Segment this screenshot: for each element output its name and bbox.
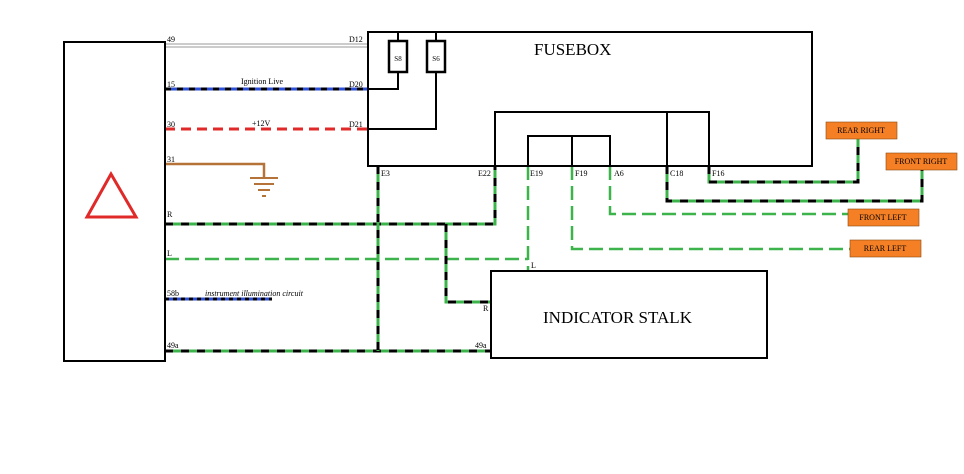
wire-c18-front-right (665, 166, 924, 203)
switch-pin-49a: 49a (167, 341, 179, 350)
switch-pin-30: 30 (167, 120, 175, 129)
hazard-switch (63, 41, 166, 362)
wire-a6-front-left (608, 166, 848, 216)
switch-pin-l: L (167, 249, 172, 258)
fusebox-pin-d21: D21 (349, 120, 363, 129)
switch-pin-49: 49 (167, 35, 175, 44)
svg-text:S8: S8 (394, 55, 402, 63)
fusebox-pin-c18: C18 (670, 169, 683, 178)
plus12v-label: +12V (252, 119, 271, 128)
lamp-rear-left: REAR LEFT (849, 239, 922, 258)
fuse-s8: S8 (387, 39, 409, 74)
switch-pin-58b: 58b (167, 289, 179, 298)
svg-text:FRONT LEFT: FRONT LEFT (859, 213, 906, 222)
wire-f16-rear-right (707, 139, 860, 184)
switch-pin-r: R (167, 210, 173, 219)
illumination-label: instrument illumination circuit (205, 289, 304, 298)
fusebox-pin-e19: E19 (530, 169, 543, 178)
wire-r-stalk (444, 224, 491, 304)
svg-text:REAR LEFT: REAR LEFT (864, 244, 907, 253)
lamp-rear-right: REAR RIGHT (825, 121, 898, 140)
wires (165, 43, 924, 353)
fuse-s6: S6 (425, 39, 447, 74)
svg-text:S6: S6 (432, 55, 440, 63)
stalk-pin-49a: 49a (475, 341, 487, 350)
fusebox-pin-d12: D12 (349, 35, 363, 44)
wire-31-earth (165, 162, 266, 177)
fusebox-title: FUSEBOX (534, 40, 611, 59)
svg-text:FRONT RIGHT: FRONT RIGHT (895, 157, 948, 166)
fusebox-pin-e22: E22 (478, 169, 491, 178)
lamp-front-right: FRONT RIGHT (885, 152, 958, 171)
indicator-stalk-title: INDICATOR STALK (543, 308, 693, 327)
stalk-pin-l: L (531, 261, 536, 270)
fusebox-pin-f19: F19 (575, 169, 587, 178)
hazard-triangle-icon (84, 170, 139, 219)
ignition-live-label: Ignition Live (241, 77, 283, 86)
stalk-pin-r: R (483, 304, 489, 313)
fusebox-pin-e3: E3 (381, 169, 390, 178)
earth-symbol (250, 177, 278, 197)
svg-text:REAR RIGHT: REAR RIGHT (837, 126, 885, 135)
switch-pin-31: 31 (167, 155, 175, 164)
fusebox-pin-d20: D20 (349, 80, 363, 89)
fusebox-pin-f16: F16 (712, 169, 724, 178)
lamp-front-left: FRONT LEFT (847, 208, 920, 227)
indicator-stalk (490, 270, 768, 359)
switch-pin-15: 15 (167, 80, 175, 89)
fusebox-pin-a6: A6 (614, 169, 624, 178)
wire-f19-rear-left (570, 166, 850, 251)
wire-r-e22 (165, 166, 497, 226)
